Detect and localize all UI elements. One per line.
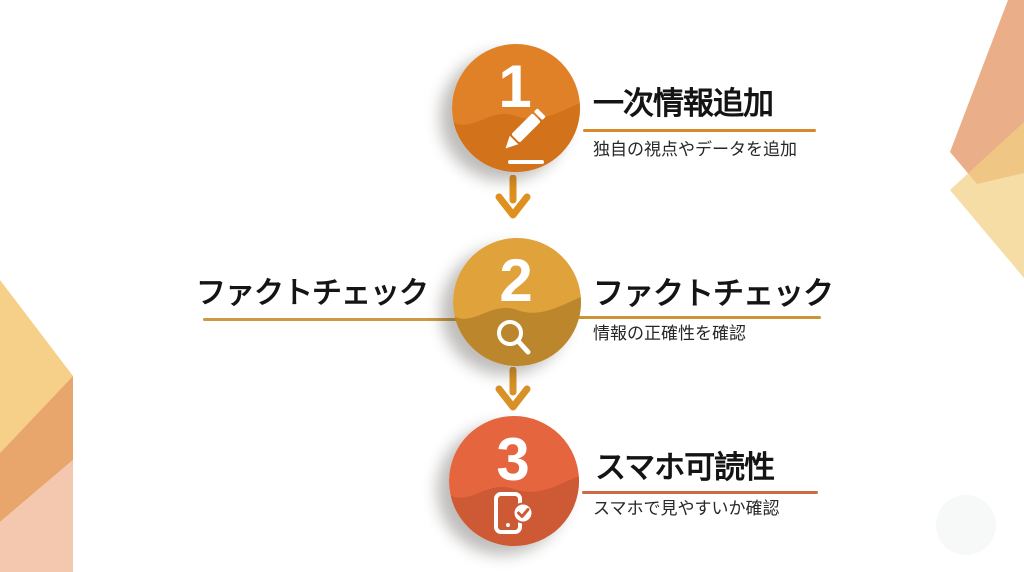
step1-subtitle: 独自の視点やデータを追加	[593, 140, 797, 159]
step3-underline	[582, 491, 818, 494]
step1-circle-badge: 1	[452, 44, 580, 172]
smartphone-check-icon	[494, 492, 534, 534]
step2-side-label: ファクトチェック	[196, 277, 429, 310]
magnifier-icon	[497, 320, 531, 355]
step3-number: 3	[496, 426, 529, 493]
down-arrow-icon	[495, 175, 531, 219]
step1-underline	[583, 129, 816, 132]
step2-number: 2	[499, 247, 532, 314]
step3-subtitle: スマホで見やすいか確認	[593, 499, 780, 518]
step2-subtitle: 情報の正確性を確認	[593, 324, 746, 343]
step2-side-underline	[203, 318, 458, 321]
step2-title: ファクトチェック	[593, 276, 834, 311]
step1-title: 一次情報追加	[593, 86, 774, 121]
step3-circle-badge: 3	[449, 416, 579, 546]
pencil-icon	[505, 108, 546, 164]
faint-circle-decoration	[936, 495, 996, 555]
step2-underline	[574, 316, 821, 319]
step2-circle-badge: 2	[453, 238, 581, 366]
down-arrow-icon	[495, 367, 531, 411]
step3-title: スマホ可読性	[595, 450, 775, 485]
step1-number: 1	[498, 53, 531, 120]
